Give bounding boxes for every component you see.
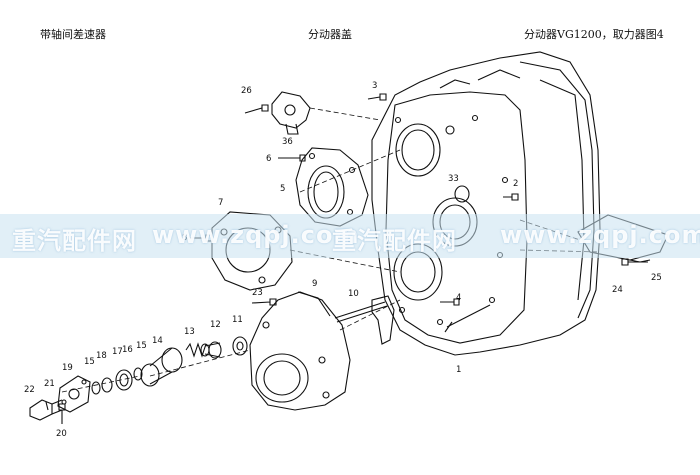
- watermark-band: [0, 214, 700, 258]
- callout-19: 19: [62, 363, 73, 373]
- callout-18: 18: [96, 351, 107, 361]
- ring-18: [91, 381, 101, 395]
- pto-housing-9: [249, 291, 351, 411]
- watermark-url-2: www.zqpj.com: [500, 221, 700, 249]
- piston-12: [200, 341, 222, 359]
- callout-2: 2: [513, 179, 518, 189]
- callout-3: 3: [372, 81, 377, 91]
- header-left-title: 带轴间差速器: [40, 28, 106, 41]
- callout-24: 24: [612, 285, 623, 295]
- callout-12: 12: [210, 320, 221, 330]
- callout-25: 25: [651, 273, 662, 283]
- watermark-text-1: 重汽配件网: [12, 227, 137, 255]
- callout-14: 14: [152, 336, 163, 346]
- ring-16: [115, 369, 133, 391]
- callout-22: 22: [24, 385, 35, 395]
- callout-26: 26: [241, 86, 252, 96]
- fitting-22: [29, 399, 63, 421]
- callout-4: 4: [456, 293, 461, 303]
- callout-15-a: 15: [136, 341, 147, 351]
- callout-9: 9: [312, 279, 317, 289]
- callout-1: 1: [456, 365, 461, 375]
- cylinder-14: [140, 347, 183, 387]
- bracket-26: [244, 91, 311, 135]
- watermark-text-2: 重汽配件网: [332, 227, 457, 255]
- callout-21: 21: [44, 379, 55, 389]
- callout-36: 36: [282, 137, 293, 147]
- plate-19: [57, 375, 91, 413]
- callout-11: 11: [232, 315, 243, 325]
- callout-15-b: 15: [84, 357, 95, 367]
- ring-17: [101, 377, 113, 393]
- ring-15: [133, 367, 143, 381]
- callout-7: 7: [218, 198, 223, 208]
- long-bolt: [446, 304, 491, 328]
- washer-11: [232, 336, 248, 356]
- callout-13: 13: [184, 327, 195, 337]
- callout-17: 17: [112, 347, 123, 357]
- callout-10: 10: [348, 289, 359, 299]
- transfer-case-housing: [371, 51, 601, 356]
- header-right-title: 分动器VG1200，取力器图4: [524, 28, 664, 41]
- callout-23: 23: [252, 288, 263, 298]
- header-center-title: 分动器盖: [308, 28, 352, 41]
- watermark-url-1: www.zqpj.com: [152, 221, 360, 249]
- callout-6: 6: [266, 154, 271, 164]
- callout-5: 5: [280, 184, 285, 194]
- callout-33: 33: [448, 174, 459, 184]
- callout-20: 20: [56, 429, 67, 439]
- callout-16: 16: [122, 345, 133, 355]
- shift-shaft-10: [334, 295, 395, 345]
- spring-13: [185, 342, 207, 358]
